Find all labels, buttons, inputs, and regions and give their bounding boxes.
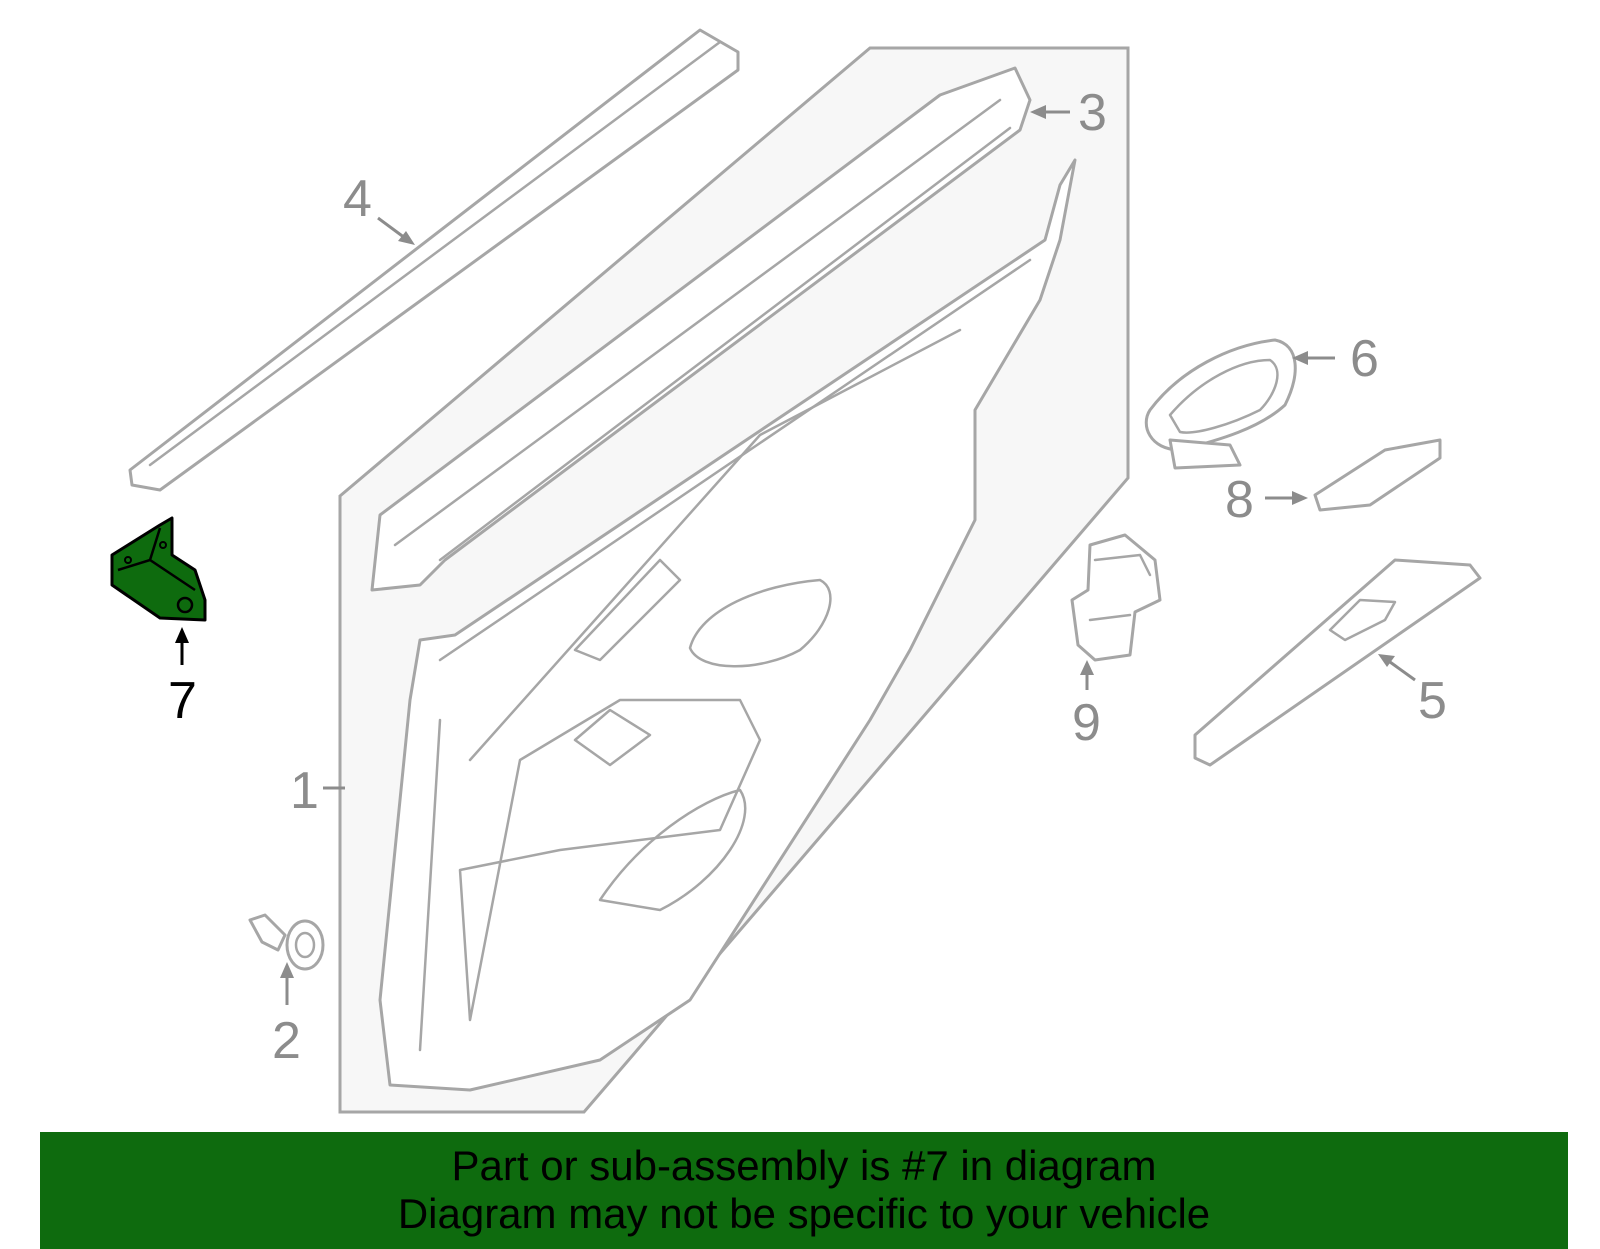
part-5-armrest-finisher[interactable] [1193,558,1482,767]
part-7-bracket-highlighted[interactable] [110,516,207,622]
part-4-belt-molding[interactable] [128,28,740,492]
leader-lines [175,105,1416,1005]
part-2-clip[interactable] [248,913,325,971]
callout-3: 3 [1078,84,1107,142]
part-6-switch-bezel[interactable] [1144,338,1297,470]
callout-1: 1 [290,762,319,820]
callout-9: 9 [1072,694,1101,752]
part-3-upper-trim[interactable] [370,66,1032,592]
part-1-door-trim-panel[interactable] [378,158,1077,1092]
callout-7: 7 [168,672,197,730]
callout-8: 8 [1225,471,1254,529]
part-8-cover[interactable] [1313,438,1442,512]
callout-5: 5 [1418,672,1447,730]
callout-4: 4 [343,170,372,228]
part-9-window-switch[interactable] [1070,533,1162,662]
callout-2: 2 [272,1012,301,1070]
banner-line-1: Part or sub-assembly is #7 in diagram [451,1142,1157,1189]
banner-line-2: Diagram may not be specific to your vehi… [397,1190,1211,1237]
info-banner: Part or sub-assembly is #7 in diagram Di… [40,1132,1568,1249]
callout-6: 6 [1350,330,1379,388]
